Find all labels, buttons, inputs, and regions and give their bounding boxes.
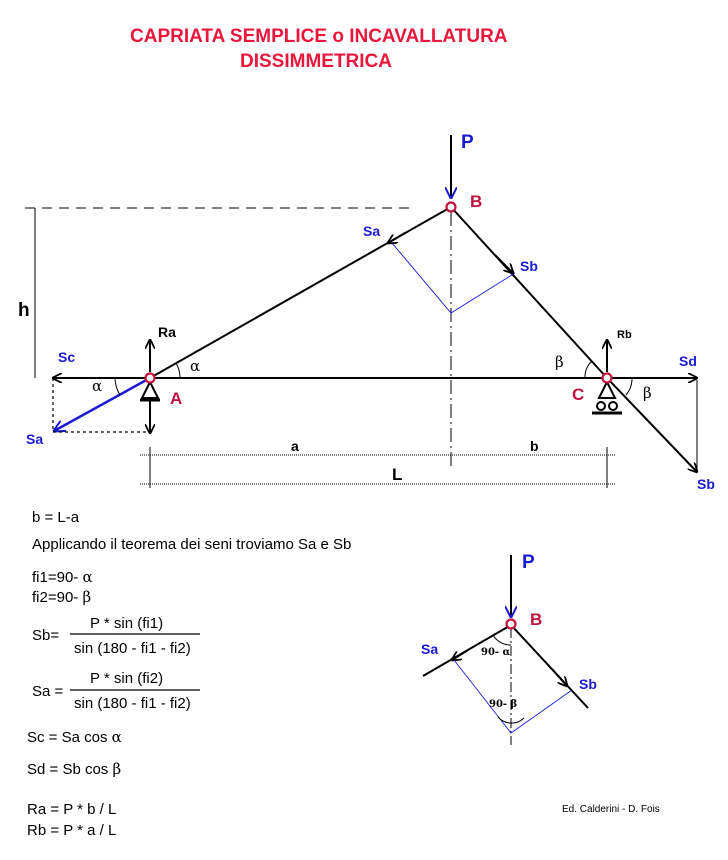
support-c-wheel-right [608,401,618,411]
label-l: L [392,465,402,484]
formula-sb-num: P * sin (fi1) [90,615,163,632]
small-label-ang2: 90- β [489,699,518,710]
label-p: P [461,132,474,153]
member-ab [149,206,452,379]
formula-sa-den: sin (180 - fi1 - fi2) [74,695,191,712]
member-bc-extension [606,377,697,472]
label-sb-b: Sb [520,258,538,274]
beta-arc-right [625,377,633,396]
small-label-sa: Sa [421,641,438,657]
formula-fi1: fi1=90- α [32,568,93,586]
label-a: a [291,438,299,454]
label-sb-c: Sb [697,476,715,492]
label-sa-b: Sa [363,223,380,239]
force-parallelogram-b [391,242,516,314]
formula-ra: Ra = P * b / L [27,801,116,818]
label-ra: Ra [158,324,176,340]
label-sc: Sc [58,349,75,365]
small-node-b [505,618,517,630]
beta-arc-left [584,360,593,379]
small-label-p: P [522,552,535,573]
node-b [445,201,457,213]
title-line2: DISSIMMETRICA [240,51,392,72]
formula-sd: Sd = Sb cos β [27,760,121,778]
small-angle-arc-2 [497,716,525,724]
title-line1: CAPRIATA SEMPLICE o INCAVALLATURA [130,26,508,47]
label-h: h [18,300,30,321]
label-alpha-right: α [190,357,200,375]
alpha-arc-right [175,362,181,379]
label-node-a: A [170,389,182,408]
node-c [601,372,613,384]
label-b: b [530,438,539,454]
label-sa-a: Sa [26,431,43,447]
formula-intro: Applicando il teorema dei seni troviamo … [32,536,351,553]
formula-sa-num: P * sin (fi2) [90,670,163,687]
formula-b: b = L-a [32,509,80,526]
label-beta-left: β [555,353,564,371]
alpha-arc-left [114,377,121,396]
small-label-ang1: 90- α [481,647,511,658]
label-node-c: C [572,385,584,404]
formula-sa-label: Sa = [32,683,64,700]
support-c-roller [597,379,617,399]
formula-sb-den: sin (180 - fi1 - fi2) [74,640,191,657]
label-rb: Rb [617,329,632,341]
support-c-wheel-left [596,401,606,411]
small-force-triangle [453,659,573,734]
credit: Ed. Calderini - D. Fois [562,804,660,815]
label-sd: Sd [679,353,697,369]
node-a [144,372,156,384]
label-node-b: B [470,192,482,211]
label-beta-right: β [643,384,652,402]
small-member-right [510,624,589,709]
formula-sc: Sc = Sa cos α [27,728,122,746]
small-label-node-b: B [530,610,542,629]
small-sa-arrow [452,649,469,660]
formula-fi2: fi2=90- β [32,588,91,606]
formula-sb-label: Sb= [32,627,59,644]
member-bc [450,206,608,379]
label-alpha-left: α [92,377,102,395]
small-sb-arrow [551,668,567,686]
formula-rb: Rb = P * a / L [27,822,116,839]
support-a-hinge [140,379,160,399]
sa-arrow-b [388,232,406,243]
small-label-sb: Sb [579,676,597,692]
small-angle-arc-1 [492,634,512,646]
sa-reaction-arrow [54,376,151,431]
sb-arrow-b [494,254,513,273]
